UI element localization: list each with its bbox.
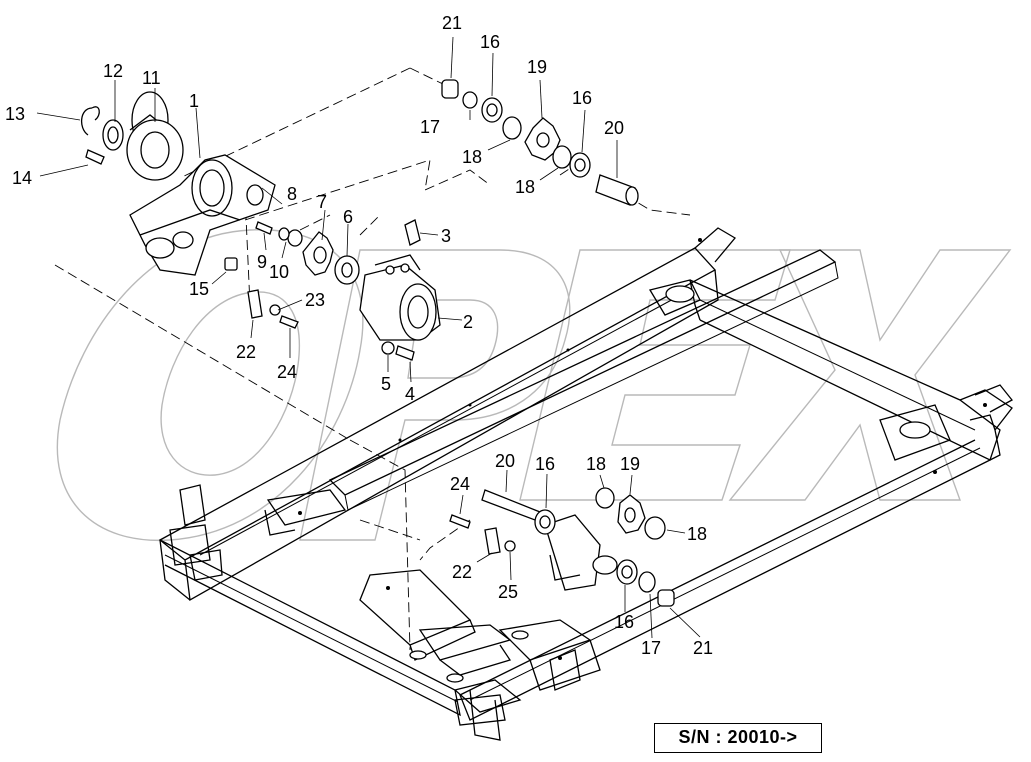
callout-22-right: 22 xyxy=(452,562,472,582)
callout-13: 13 xyxy=(5,104,25,124)
callout-19-bottom: 19 xyxy=(620,454,640,474)
lower-drive-parts xyxy=(449,487,675,607)
callout-24-right: 24 xyxy=(450,474,470,494)
callout-4: 4 xyxy=(405,384,415,404)
callout-16-bottom-top: 16 xyxy=(535,454,555,474)
callout-23: 23 xyxy=(305,290,325,310)
callout-12: 12 xyxy=(103,61,123,81)
callout-9: 9 xyxy=(257,252,267,272)
callout-16-top-right: 16 xyxy=(572,88,592,108)
serial-number-label: S/N : 20010-> xyxy=(654,723,822,753)
callout-24-left: 24 xyxy=(277,362,297,382)
callout-21-bottom: 21 xyxy=(693,638,713,658)
chassis-frame xyxy=(158,227,1013,741)
opex-watermark-logo xyxy=(56,229,1012,542)
callout-5: 5 xyxy=(381,374,391,394)
callout-8: 8 xyxy=(287,184,297,204)
callout-20-bottom: 20 xyxy=(495,451,515,471)
clip-bolt-group-left xyxy=(247,289,299,329)
callout-19-top: 19 xyxy=(527,57,547,77)
callout-16-bottom-lower: 16 xyxy=(614,612,634,632)
callout-20-top: 20 xyxy=(604,118,624,138)
callout-6: 6 xyxy=(343,207,353,227)
callout-17-bottom: 17 xyxy=(641,638,661,658)
part-callouts: 1 2 3 4 5 6 7 8 9 10 11 12 13 14 15 16 1… xyxy=(5,13,713,658)
callout-1: 1 xyxy=(189,91,199,111)
callout-3: 3 xyxy=(441,226,451,246)
callout-2: 2 xyxy=(463,312,473,332)
callout-18-bottom-right: 18 xyxy=(687,524,707,544)
callout-17-top: 17 xyxy=(420,117,440,137)
callout-16-top-left: 16 xyxy=(480,32,500,52)
callout-18-top-left: 18 xyxy=(462,147,482,167)
callout-11: 11 xyxy=(142,68,161,88)
callout-7: 7 xyxy=(317,192,327,212)
callout-22-left: 22 xyxy=(236,342,256,362)
callout-10: 10 xyxy=(269,262,289,282)
callout-14: 14 xyxy=(12,168,32,188)
callout-18-top-right: 18 xyxy=(515,177,535,197)
upper-bearing-assembly xyxy=(81,91,276,276)
callout-18-bottom-left: 18 xyxy=(586,454,606,474)
callout-21-top: 21 xyxy=(442,13,462,33)
leader-lines xyxy=(36,36,701,639)
motor-assembly xyxy=(255,219,441,361)
callout-25: 25 xyxy=(498,582,518,602)
callout-15: 15 xyxy=(189,279,209,299)
upper-drive-parts xyxy=(441,79,639,206)
